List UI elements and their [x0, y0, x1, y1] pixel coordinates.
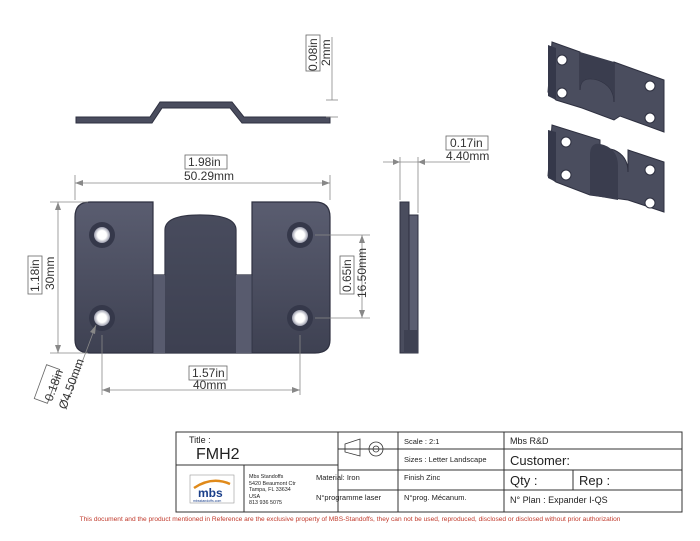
width-in-label: 1.98in	[188, 155, 221, 169]
top-profile-view: 0.08in 2mm	[75, 34, 338, 124]
address-line: Tampa, FL 33634	[249, 487, 291, 493]
slot-mm-label: 16.50mm	[355, 248, 369, 298]
plan-text: N° Plan : Expander I-QS	[510, 495, 608, 505]
isometric-view-bottom	[547, 124, 665, 213]
isometric-view-top	[547, 41, 665, 133]
company-text: Mbs R&D	[510, 436, 549, 446]
depth-in-label: 0.17in	[450, 136, 483, 150]
address-line: 5420 Beaumont Ctr	[249, 480, 296, 487]
hole-bottom-right	[287, 305, 313, 331]
mbs-logo: mbs mbsstandoffs.com	[189, 474, 235, 504]
programme-laser-text: N°programme laser	[316, 493, 382, 502]
side-view: 0.17in 4.40mm	[383, 135, 489, 354]
hole-bottom-left	[89, 305, 115, 331]
svg-text:mbs: mbs	[198, 486, 223, 500]
qty-text: Qty :	[510, 473, 538, 488]
scale-text: Scale : 2:1	[404, 437, 440, 446]
title-label: Title :	[189, 435, 211, 445]
width-dimension: 1.98in 50.29mm	[74, 154, 331, 200]
thickness-in-label: 0.08in	[306, 38, 320, 71]
spacing-in-label: 1.57in	[192, 366, 225, 380]
address-line: USA	[249, 493, 261, 500]
spacing-mm-label: 40mm	[193, 378, 226, 392]
title-value: FMH2	[196, 446, 240, 463]
address-line: 813 936 5075	[249, 500, 282, 506]
company-address: Mbs Standoffs 5420 Beaumont Ctr Tampa, F…	[249, 474, 296, 507]
title-block-frame	[175, 431, 683, 513]
prog-mecanum-text: N°prog. Mécanum.	[404, 493, 467, 502]
hole-top-left	[89, 222, 115, 248]
slot-height-dimension: 0.65in 16.50mm	[315, 234, 370, 319]
address-line: Mbs Standoffs	[249, 474, 284, 480]
height-in-label: 1.18in	[28, 259, 42, 292]
hole-top-right	[287, 222, 313, 248]
height-dimension: 1.18in 30mm	[27, 201, 88, 354]
svg-text:mbsstandoffs.com: mbsstandoffs.com	[193, 499, 221, 503]
ownership-footer: This document and the product mentioned …	[79, 516, 621, 523]
rep-text: Rep :	[579, 473, 611, 488]
sizes-text: Sizes : Letter Landscape	[404, 455, 487, 464]
customer-text: Customer:	[510, 453, 570, 468]
hole-spacing-dimension: 1.57in 40mm	[101, 335, 301, 395]
height-mm-label: 30mm	[43, 257, 57, 290]
thickness-mm-label: 2mm	[319, 39, 333, 66]
depth-mm-label: 4.40mm	[446, 149, 489, 163]
projection-symbol	[340, 438, 386, 457]
slot-in-label: 0.65in	[340, 259, 354, 292]
width-mm-label: 50.29mm	[184, 169, 234, 183]
front-view	[74, 201, 331, 354]
finish-text: Finish Zinc	[404, 473, 441, 482]
material-text: Material: Iron	[316, 473, 360, 482]
